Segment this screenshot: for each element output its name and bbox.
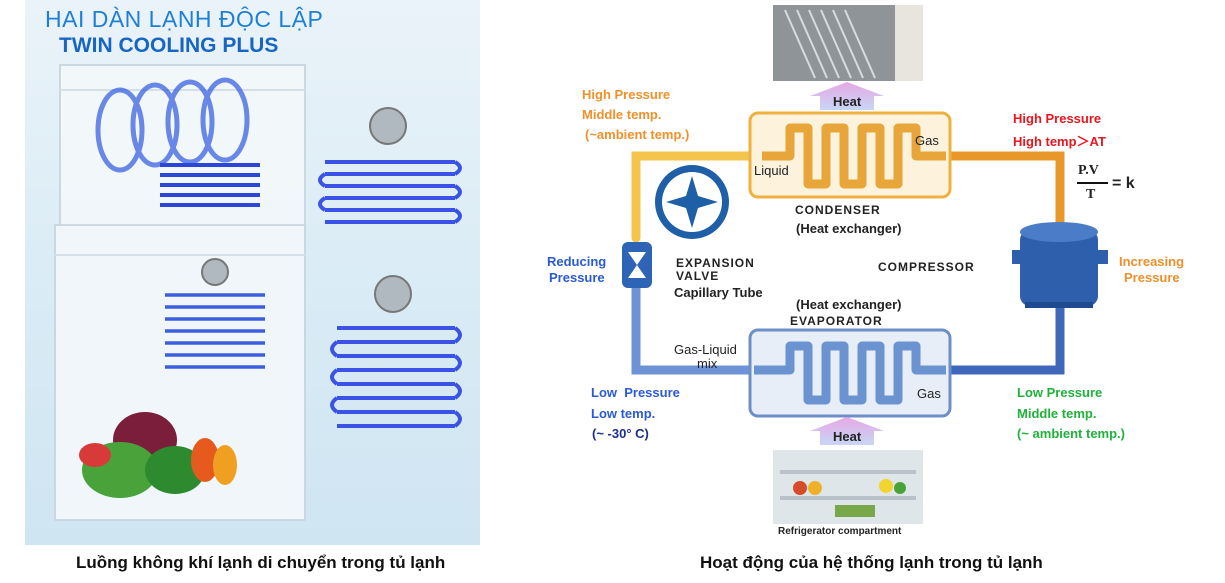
bottom-left-line2: Low temp. (591, 406, 656, 421)
right-caption: Hoạt động của hệ thống lạnh trong tủ lạn… (700, 553, 1043, 572)
top-left-line3: (~ambient temp.) (585, 127, 690, 142)
expansion-valve-icon (622, 242, 652, 288)
evaporator-gas-label: Gas (917, 386, 941, 401)
formula-denominator: T (1086, 187, 1096, 202)
formula-rhs: = k (1112, 175, 1135, 192)
top-left-line2: Middle temp. (582, 107, 662, 122)
compressor-icon (1012, 222, 1108, 308)
heat-top-label: Heat (833, 94, 862, 109)
left-title-line1: HAI DÀN LẠNH ĐỘC LẬP (45, 6, 324, 32)
company-logo (655, 165, 729, 239)
bottom-right-line3: (~ ambient temp.) (1017, 426, 1125, 441)
left-panel: HAI DÀN LẠNH ĐỘC LẬP TWIN COOLING PLUS (25, 0, 480, 545)
compressor-label: COMPRESSOR (878, 260, 975, 274)
vegetables-illustration (79, 412, 237, 498)
evaporator-mix-line1: Gas-Liquid (674, 342, 737, 357)
left-caption: Luồng không khí lạnh di chuyển trong tủ … (76, 553, 446, 572)
condenser-liquid-label: Liquid (754, 163, 789, 178)
fridge-illustration (54, 64, 462, 521)
heat-arrow-bottom (810, 417, 884, 445)
condenser-title: CONDENSER (795, 203, 881, 217)
reducing-line2: Pressure (549, 270, 605, 285)
bottom-right-line2: Middle temp. (1017, 406, 1097, 421)
condenser-subtitle: (Heat exchanger) (796, 221, 902, 236)
bottom-left-line3: (~ -30° C) (592, 426, 649, 441)
increasing-line2: Pressure (1124, 270, 1180, 285)
reducing-line1: Reducing (547, 254, 607, 269)
top-right-line2: High temp＞AT (1013, 134, 1106, 149)
condenser-gas-label: Gas (915, 133, 939, 148)
evaporator-title: EVAPORATOR (790, 314, 883, 328)
top-left-line1: High Pressure (582, 87, 671, 102)
fridge-compartment-photo (773, 450, 923, 540)
increasing-line1: Increasing (1119, 254, 1185, 269)
expansion-line1: EXPANSION (676, 256, 755, 270)
top-right-line1: High Pressure (1013, 111, 1102, 126)
bottom-right-line1: Low Pressure (1017, 385, 1103, 400)
bottom-left-line1: Low Pressure (591, 385, 680, 400)
condenser-photo (773, 5, 923, 81)
formula-numerator: P.V (1078, 163, 1099, 178)
expansion-line2: VALVE (676, 269, 720, 283)
fan-icon (201, 258, 229, 286)
left-title-line2: TWIN COOLING PLUS (59, 34, 279, 57)
evaporator-mix-line2: mix (697, 356, 718, 371)
heat-arrow-top (810, 82, 884, 110)
heat-bottom-label: Heat (833, 429, 862, 444)
fridge-compartment-label: Refrigerator compartment (778, 526, 902, 537)
evaporator-subtitle: (Heat exchanger) (796, 297, 902, 312)
expansion-line3: Capillary Tube (674, 285, 763, 300)
